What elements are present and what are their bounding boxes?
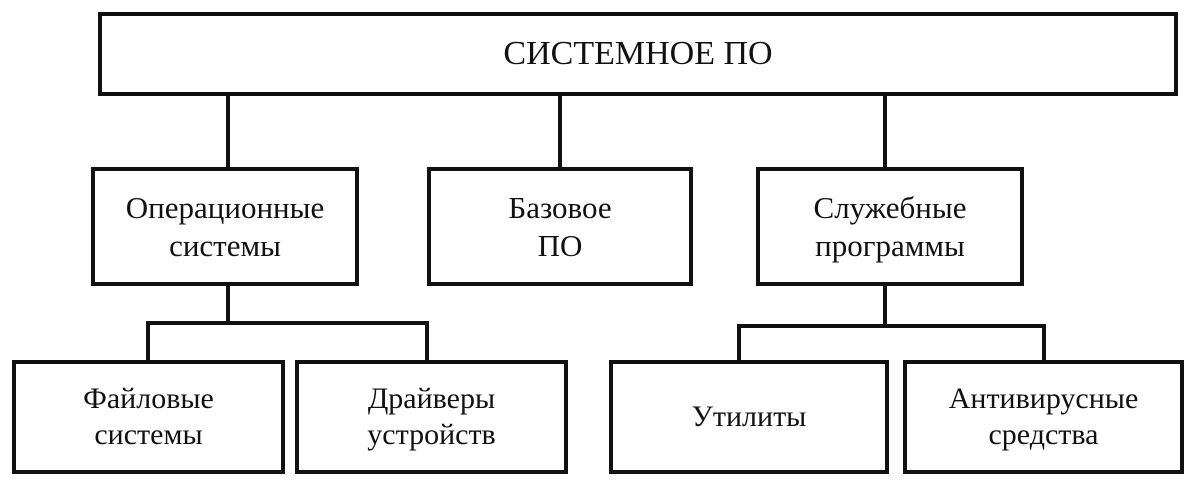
node-service-programs-line1: Служебные: [813, 190, 967, 226]
node-base-software: Базовое ПО: [427, 167, 693, 286]
node-operating-systems-line1: Операционные: [125, 190, 325, 226]
node-device-drivers: Драйверы устройств: [295, 360, 568, 474]
node-operating-systems-line2: системы: [169, 227, 281, 263]
node-service-programs-line2: программы: [815, 227, 965, 263]
node-utilities-line1: Утилиты: [691, 400, 807, 433]
node-base-software-line2: ПО: [537, 227, 583, 263]
node-antivirus-tools: Антивирусные средства: [903, 360, 1184, 474]
node-device-drivers-line1: Драйверы: [367, 382, 496, 415]
node-file-systems-line2: системы: [94, 418, 203, 451]
node-file-systems-line1: Файловые: [83, 382, 214, 415]
node-service-programs: Служебные программы: [756, 167, 1024, 286]
root-node-label: СИСТЕМНОЕ ПО: [503, 34, 773, 72]
node-device-drivers-line2: устройств: [367, 418, 496, 451]
node-antivirus-tools-line2: средства: [988, 418, 1099, 451]
node-utilities: Утилиты: [609, 360, 889, 474]
node-operating-systems: Операционные системы: [91, 167, 359, 286]
root-node-system-software: СИСТЕМНОЕ ПО: [98, 12, 1178, 96]
node-base-software-line1: Базовое: [508, 190, 612, 226]
node-file-systems: Файловые системы: [12, 360, 285, 474]
node-antivirus-tools-line1: Антивирусные: [948, 382, 1139, 415]
